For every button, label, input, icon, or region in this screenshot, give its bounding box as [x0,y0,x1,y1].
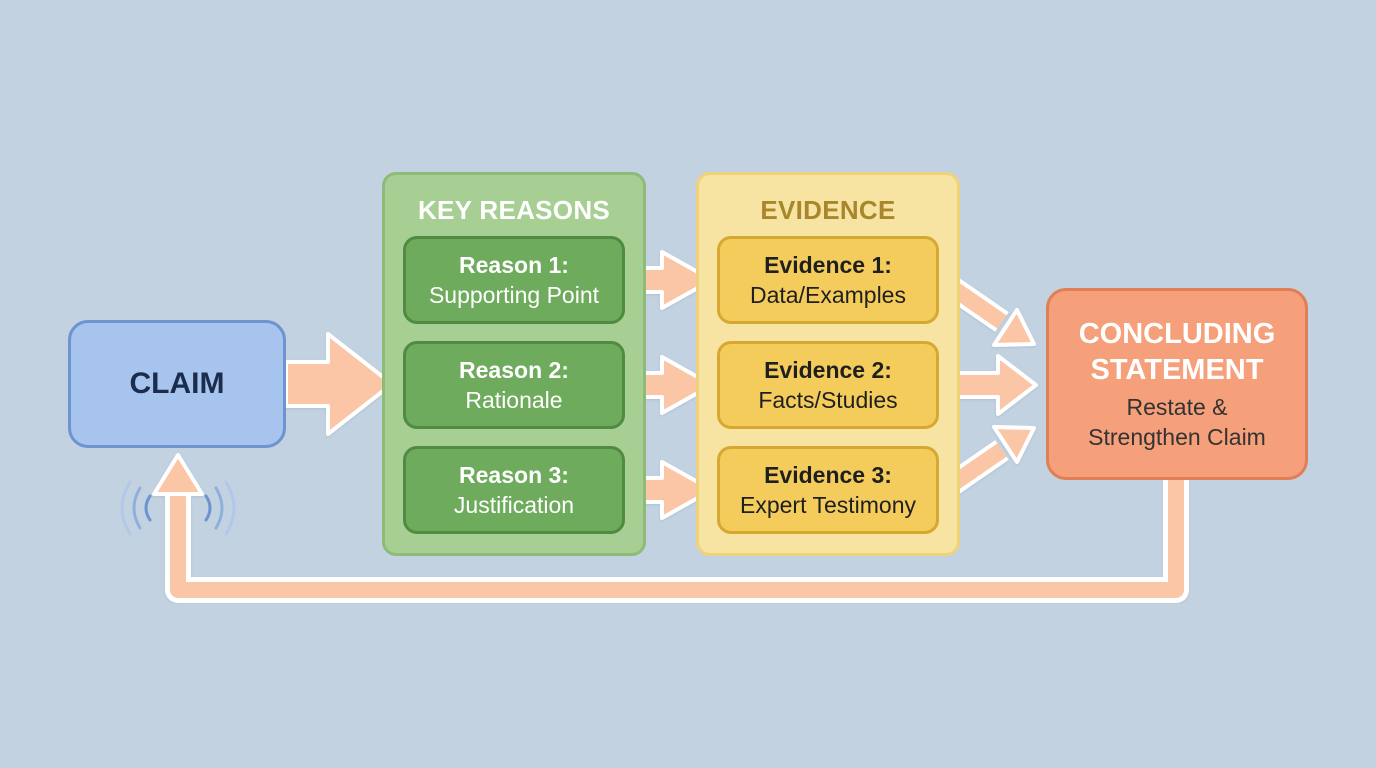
evidence-2-box: Evidence 2: Facts/Studies [717,341,939,429]
evidence-title: EVIDENCE [760,195,896,225]
concluding-subtitle-line-1: Restate & [1126,394,1228,420]
reason-1-text: Supporting Point [428,282,600,308]
reason-3-text: Justification [453,492,575,518]
reason-3-title: Reason 3: [459,462,569,488]
evidence-1-box: Evidence 1: Data/Examples [717,236,939,324]
evidence-3-text: Expert Testimony [740,492,916,518]
reason-2-box: Reason 2: Rationale [403,341,625,429]
evidence-1-text: Data/Examples [750,282,906,308]
reason-2-text: Rationale [465,387,563,413]
claim-to-reasons-arrow [284,332,394,436]
reason-1-box: Reason 1: Supporting Point [403,236,625,324]
sound-wave-icon [120,480,236,536]
concluding-statement-box: CONCLUDING STATEMENT Restate & Strengthe… [1046,288,1308,480]
concluding-title-line-2: STATEMENT [1090,354,1264,386]
evidence-1-title: Evidence 1: [764,252,892,278]
reason-2-title: Reason 2: [459,357,569,383]
concluding-subtitle-line-2: Strengthen Claim [1088,424,1266,450]
evidence-3-title: Evidence 3: [764,462,892,488]
concluding-title-line-1: CONCLUDING [1078,318,1276,350]
evidence-2-title: Evidence 2: [764,357,892,383]
evidence-2-text: Facts/Studies [758,387,898,413]
evidence-3-box: Evidence 3: Expert Testimony [717,446,939,534]
reason-3-box: Reason 3: Justification [403,446,625,534]
claim-box: CLAIM [68,320,286,448]
feedback-loop-arrow [152,453,1189,603]
claim-label: CLAIM [129,367,225,400]
reason-1-title: Reason 1: [459,252,569,278]
key-reasons-title: KEY REASONS [417,195,611,225]
